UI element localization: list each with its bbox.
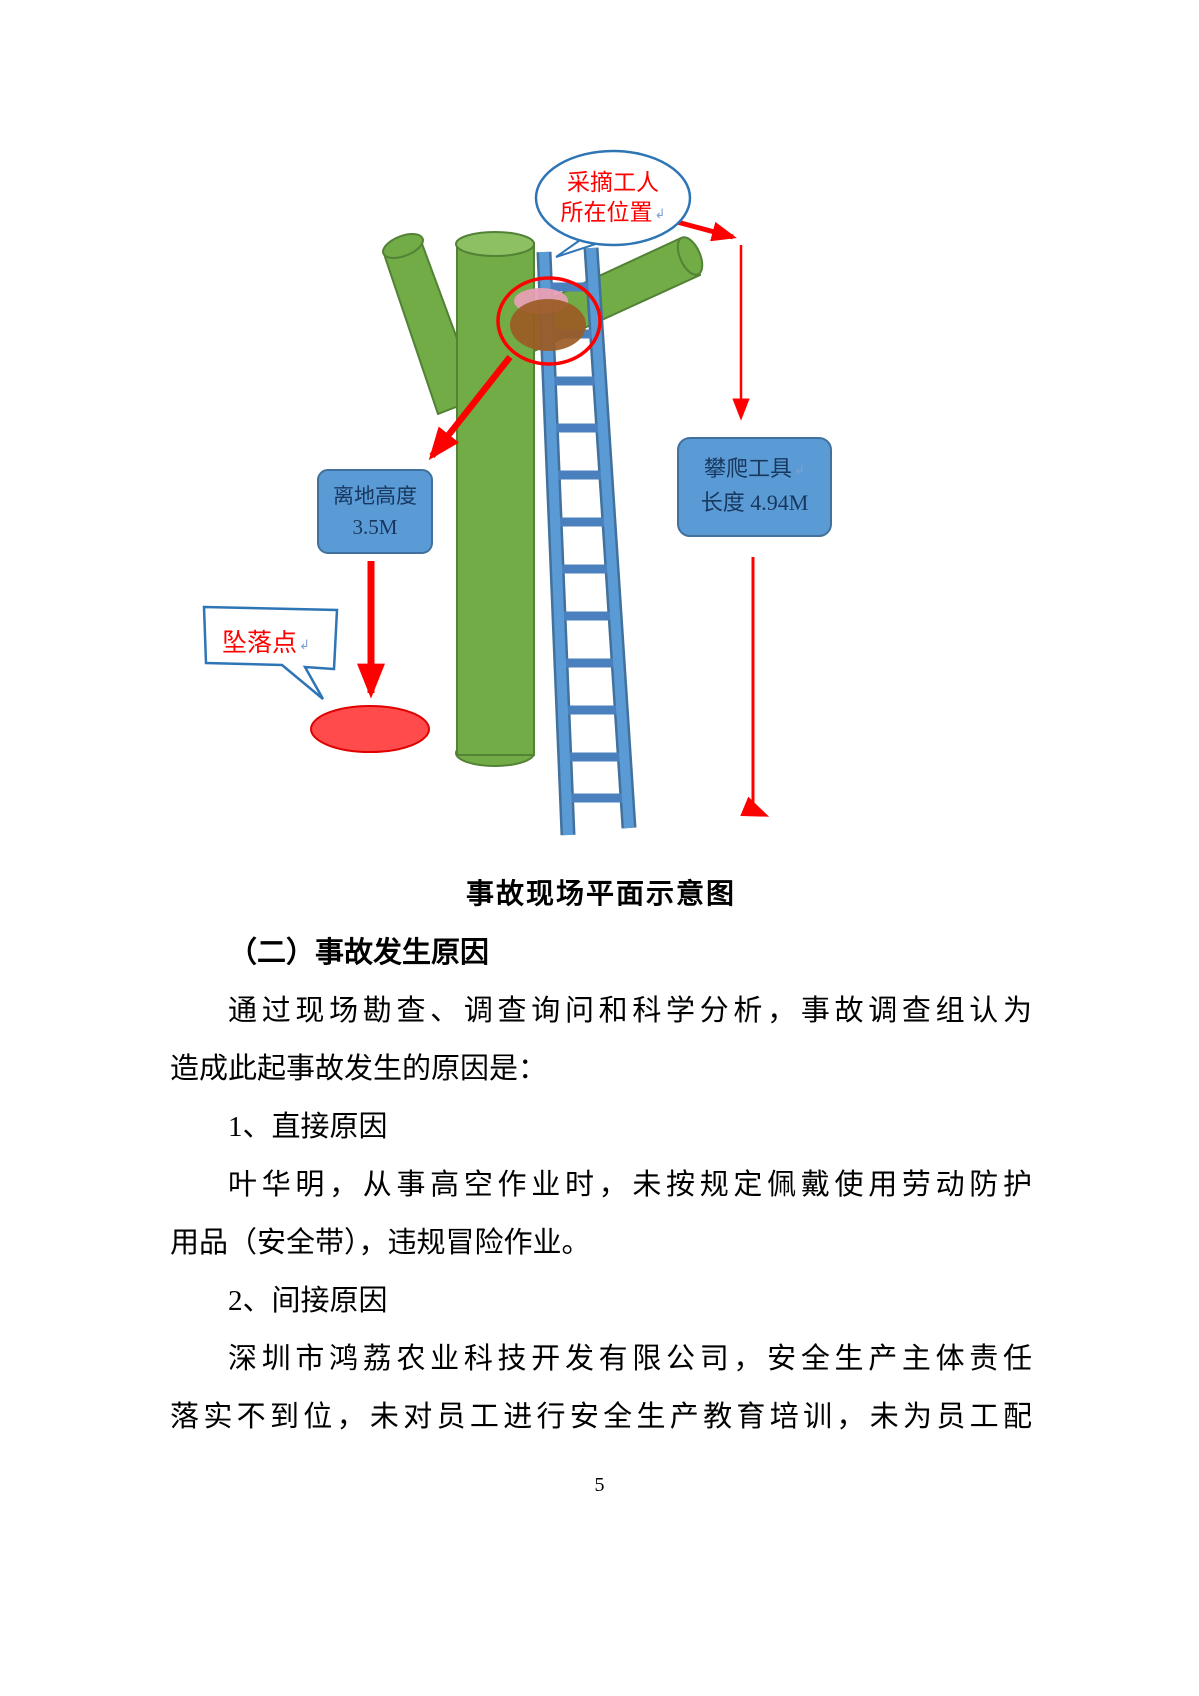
worker-position-line2: 所在位置	[560, 200, 653, 225]
fall-point-ellipse	[310, 705, 430, 753]
climbing-tool-line1: 攀爬工具	[704, 456, 793, 481]
climbing-tool-line2: 长度 4.94M	[700, 490, 809, 515]
paragraph-line: 通过现场勘查、调查询问和科学分析，事故调查组认为	[228, 995, 1032, 1027]
paragraph-mark: ↲	[299, 637, 310, 652]
paragraph-line: 1、直接原因	[228, 1111, 388, 1143]
tree	[382, 231, 704, 767]
worker-position-bubble-label: 采摘工人 所在位置↲	[546, 168, 680, 229]
tool-box-shape	[677, 437, 832, 537]
paragraph-mark: ↲	[654, 206, 666, 221]
paragraph-line: 造成此起事故发生的原因是：	[170, 1053, 548, 1085]
height-box-shape	[317, 469, 433, 554]
paragraph-line: 2、间接原因	[228, 1285, 388, 1317]
paragraph-line: 落实不到位，未对员工进行安全生产教育培训，未为员工配	[170, 1401, 1032, 1433]
paragraph-line: 深圳市鸿荔农业科技开发有限公司，安全生产主体责任	[228, 1343, 1032, 1375]
ground-height-label: 离地高度 3.5M	[318, 481, 432, 543]
fall-point-text: 坠落点	[222, 630, 298, 657]
tree-branch-left-cap	[382, 233, 424, 259]
tree-branch-right-cap	[676, 236, 704, 276]
paragraph-line: 叶华明，从事高空作业时，未按规定佩戴使用劳动防护	[228, 1169, 1032, 1201]
ladder-rungs	[546, 282, 626, 803]
paragraph-mark: ↲	[794, 462, 805, 477]
ground-height-line1: 离地高度	[333, 484, 417, 508]
dimension-line-lower	[740, 557, 770, 817]
climbing-tool-label: 攀爬工具↲ 长度 4.94M	[678, 452, 831, 519]
ground-height-line2: 3.5M	[352, 515, 398, 539]
section-heading: （二）事故发生原因	[228, 937, 490, 969]
page-number: 5	[594, 1474, 605, 1496]
diagram-caption: 事故现场平面示意图	[465, 879, 736, 910]
paragraph-line: 用品（安全带），违规冒险作业。	[170, 1227, 591, 1259]
annotation-arrows	[357, 216, 770, 817]
body-text: （二）事故发生原因 通过现场勘查、调查询问和科学分析，事故调查组认为 造成此起事…	[170, 924, 1032, 1446]
worker-bubble-shape	[534, 149, 692, 258]
accident-scene-diagram	[202, 149, 832, 836]
worker-position-line1: 采摘工人	[567, 170, 659, 195]
impact-highlight-circle	[496, 276, 602, 366]
tree-trunk-top	[455, 231, 535, 257]
impact-brown-patch	[510, 299, 586, 351]
arrow-impact-to-height	[428, 354, 513, 461]
impact-area	[496, 276, 602, 366]
worker-bubble-ellipse	[534, 149, 692, 247]
ladder-rail-right	[586, 247, 634, 829]
fall-point-label: 坠落点↲	[222, 628, 332, 661]
fall-point-callout-shape	[202, 605, 339, 700]
